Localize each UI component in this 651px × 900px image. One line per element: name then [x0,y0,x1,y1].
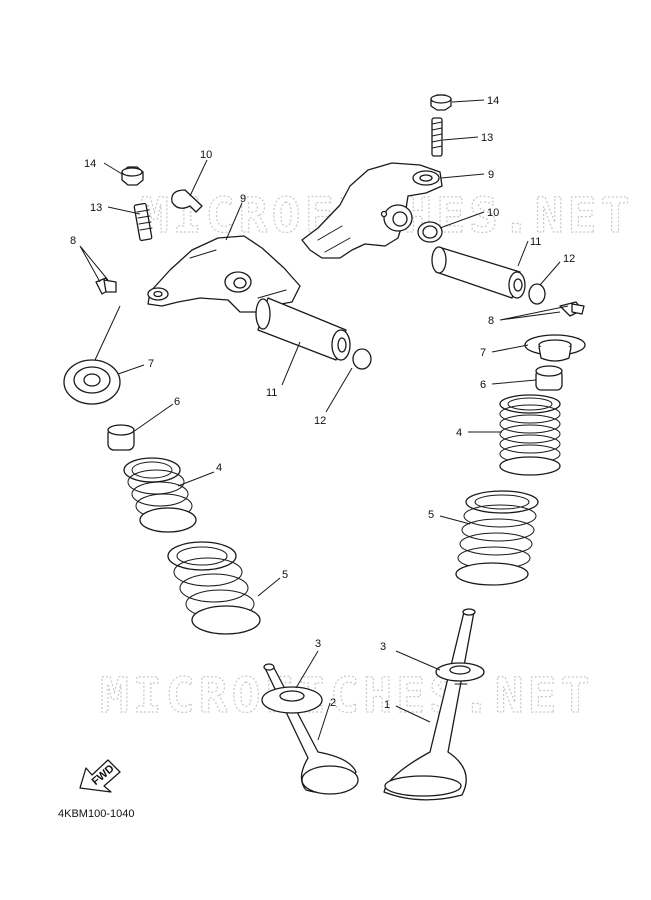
locknut-left [121,166,144,186]
spring-retainer-right [524,334,586,362]
callout-5-left: 5 [282,569,288,581]
callout-7-left: 7 [148,358,154,370]
callout-13-left: 13 [90,202,102,214]
o-ring-right [528,283,546,305]
callout-3-left: 3 [315,638,321,650]
rocker-arm-right [301,162,443,259]
callout-11-left: 11 [266,387,277,399]
spring-retainer-left [63,359,121,405]
forward-direction-arrow: FWD [79,759,121,793]
leader-lines [79,99,569,741]
adjusting-screw-left [133,202,153,242]
callout-4-left: 4 [216,462,222,474]
circlip-right [417,221,443,243]
o-ring-left [352,348,372,370]
callout-2: 2 [330,697,336,709]
callout-10-right: 10 [487,207,499,219]
adjusting-screw-right [431,117,443,157]
callout-4-right: 4 [456,427,462,439]
valve-stem-seal-right [535,365,563,391]
rocker-arm-left [147,235,301,313]
callout-7-right: 7 [480,347,486,359]
callout-5-right: 5 [428,509,434,521]
callout-numbers: 14 13 9 10 11 12 8 7 6 4 5 3 1 14 13 10 … [70,95,575,711]
callout-8-left: 8 [70,235,76,247]
callout-10-left: 10 [200,149,212,161]
diagram-reference-code: 4KBM100-1040 [58,808,135,820]
rocker-shaft-left [255,297,351,361]
outer-valve-spring-left [167,541,261,635]
exhaust-valve [383,608,476,801]
inner-valve-spring-right [499,394,561,476]
watermark-bottom: MICROFICHES.NET [100,668,593,724]
callout-11-right: 11 [530,236,541,248]
callout-14-right: 14 [487,95,499,107]
callout-14-left: 14 [84,158,96,170]
callout-12-left: 12 [314,415,326,427]
callout-8-right: 8 [488,315,494,327]
outer-valve-spring-right [455,490,539,586]
callout-9-right: 9 [488,169,494,181]
callout-9-left: 9 [240,193,246,205]
callout-1: 1 [384,699,390,711]
spring-seat-left [261,686,323,714]
valve-cotters-right [559,301,585,317]
callout-3-right: 3 [380,641,386,653]
circlip-left [171,189,203,213]
rocker-shaft-right [431,246,526,299]
valve-stem-seal-left [107,424,135,451]
inner-valve-spring-left [123,457,197,533]
callout-6-left: 6 [174,396,180,408]
callout-13-right: 13 [481,132,493,144]
callout-12-right: 12 [563,253,575,265]
locknut-right [430,94,452,111]
spring-seat-right [435,662,485,682]
callout-6-right: 6 [480,379,486,391]
